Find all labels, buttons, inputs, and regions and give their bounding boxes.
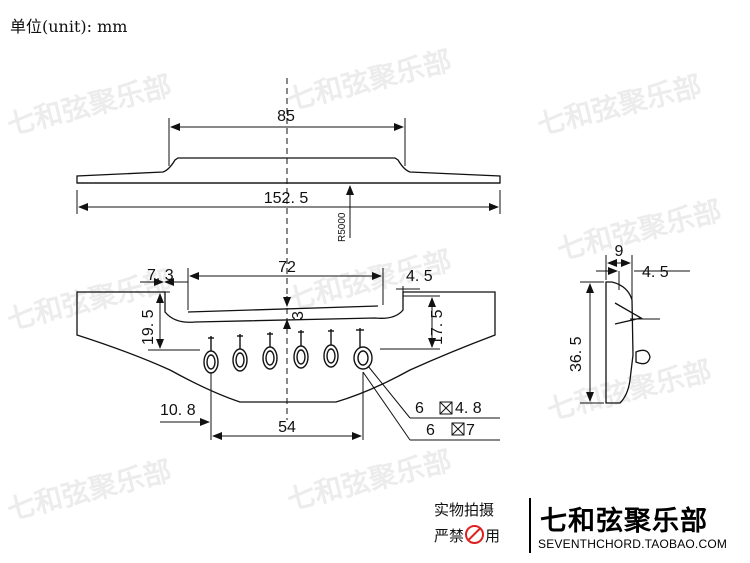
dim-85 — [168, 118, 406, 166]
dim-4-5-side-label: 4. 5 — [642, 264, 669, 281]
front-dims — [140, 268, 500, 441]
footer-notice: 实物拍摄 严禁用 — [434, 497, 500, 549]
hole-dia-label: 7 — [466, 422, 475, 439]
dim-85-label: 85 — [277, 108, 295, 125]
watermark: 七和弦聚乐部 — [4, 454, 175, 527]
watermark: 七和弦聚乐部 — [4, 69, 175, 142]
dim-19-5-label: 19. 5 — [140, 309, 157, 345]
footer-divider — [529, 498, 531, 553]
top-view — [76, 157, 501, 184]
pin-hole — [232, 334, 248, 372]
dim-152-label: 152. 5 — [264, 190, 309, 207]
watermark: 七和弦聚乐部 — [284, 44, 455, 117]
notice-line1: 实物拍摄 — [434, 501, 495, 519]
unit-label: 单位(unit): mm — [10, 17, 128, 36]
dim-36-5-label: 36. 5 — [568, 336, 585, 372]
dim-17-5-label: 17. 5 — [429, 309, 446, 345]
brand-url: SEVENTHCHORD.TAOBAO.COM — [538, 537, 728, 551]
notice-line2: 严禁用 — [434, 525, 501, 545]
dim-3-label: 3 — [290, 311, 307, 320]
dim-7-3-label: 7. 3 — [147, 267, 174, 284]
watermark: 七和弦聚乐部 — [284, 444, 455, 517]
dim-152 — [76, 185, 501, 238]
watermark: 七和弦聚乐部 — [554, 194, 725, 267]
radius-label: R5000 — [337, 212, 348, 242]
pin-hole — [262, 332, 278, 370]
watermark: 七和弦聚乐部 — [534, 69, 705, 142]
pin-hole — [323, 329, 339, 368]
watermark-layer: 七和弦聚乐部 七和弦聚乐部 七和弦聚乐部 七和弦聚乐部 七和弦聚乐部 七和弦聚乐… — [4, 44, 725, 527]
hole-dia-label: 4. 8 — [455, 400, 482, 417]
dim-10-8-label: 10. 8 — [160, 402, 196, 419]
pin-hole — [203, 336, 219, 374]
pin-holes — [203, 328, 373, 374]
dim-72-label: 72 — [278, 259, 296, 276]
pin-hole — [353, 328, 373, 370]
dim-4-5-label: 4. 5 — [406, 268, 433, 285]
hole-dia-label: 6 — [415, 400, 424, 417]
no-use-icon — [465, 525, 485, 544]
brand-title: 七和弦聚乐部 — [540, 506, 708, 537]
dim-9-label: 9 — [615, 243, 624, 260]
front-view — [76, 291, 496, 403]
hole-dia-label: 6 — [426, 422, 435, 439]
dim-54-label: 54 — [278, 419, 296, 436]
side-view — [605, 281, 660, 404]
pin-hole — [293, 330, 309, 369]
side-dims — [580, 255, 690, 404]
